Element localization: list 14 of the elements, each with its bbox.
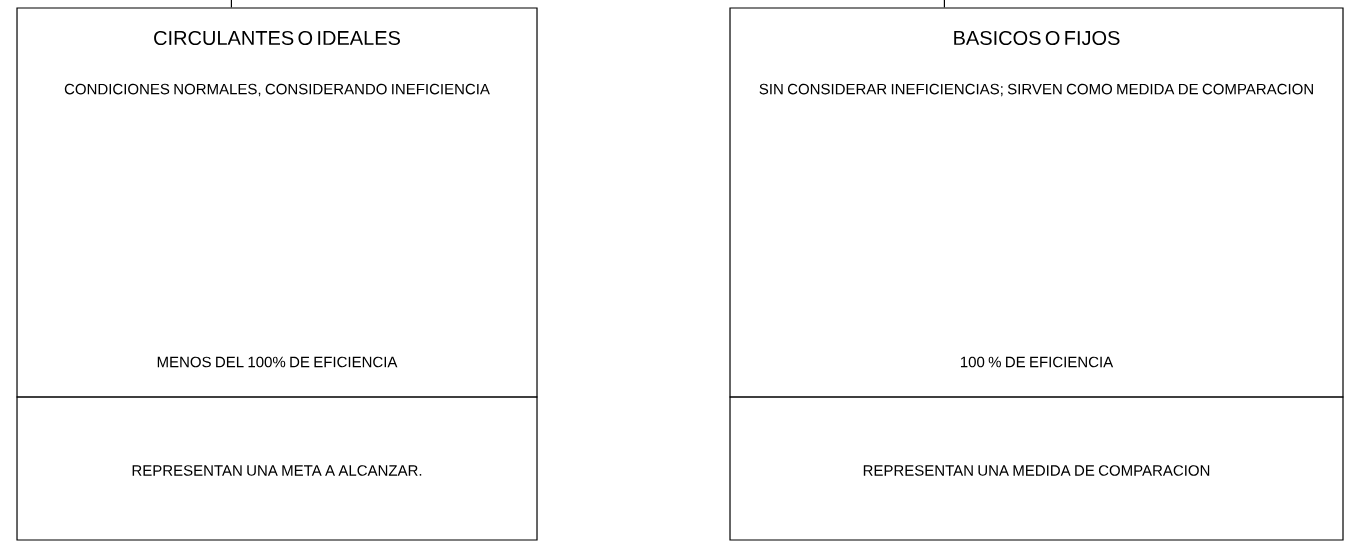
box-text: REPRESENTAN UNA META A ALCANZAR. (132, 465, 422, 476)
line-stub (230, 0, 232, 8)
efficiency-text: MENOS DEL 100% DE EFICIENCIA (157, 356, 398, 368)
box-title: CIRCULANTES O IDEALES (154, 30, 400, 46)
line-stub (943, 0, 945, 8)
box-description: CONDICIONES NORMALES, CONSIDERANDO INEFICIENCIA (64, 83, 490, 97)
box-description: SIN CONSIDERAR INEFICIENCIAS; SIRVEN COMO MEDIDA DE COMPARACION (759, 83, 1313, 97)
efficiency-text: 100 % DE EFICIENCIA (960, 356, 1114, 368)
box (16, 396, 538, 541)
box-text: REPRESENTAN UNA MEDIDA DE COMPARACION (863, 465, 1210, 476)
box (729, 7, 1344, 398)
box (16, 7, 538, 398)
box-title: BASICOS O FIJOS (954, 30, 1120, 46)
box (729, 396, 1344, 541)
